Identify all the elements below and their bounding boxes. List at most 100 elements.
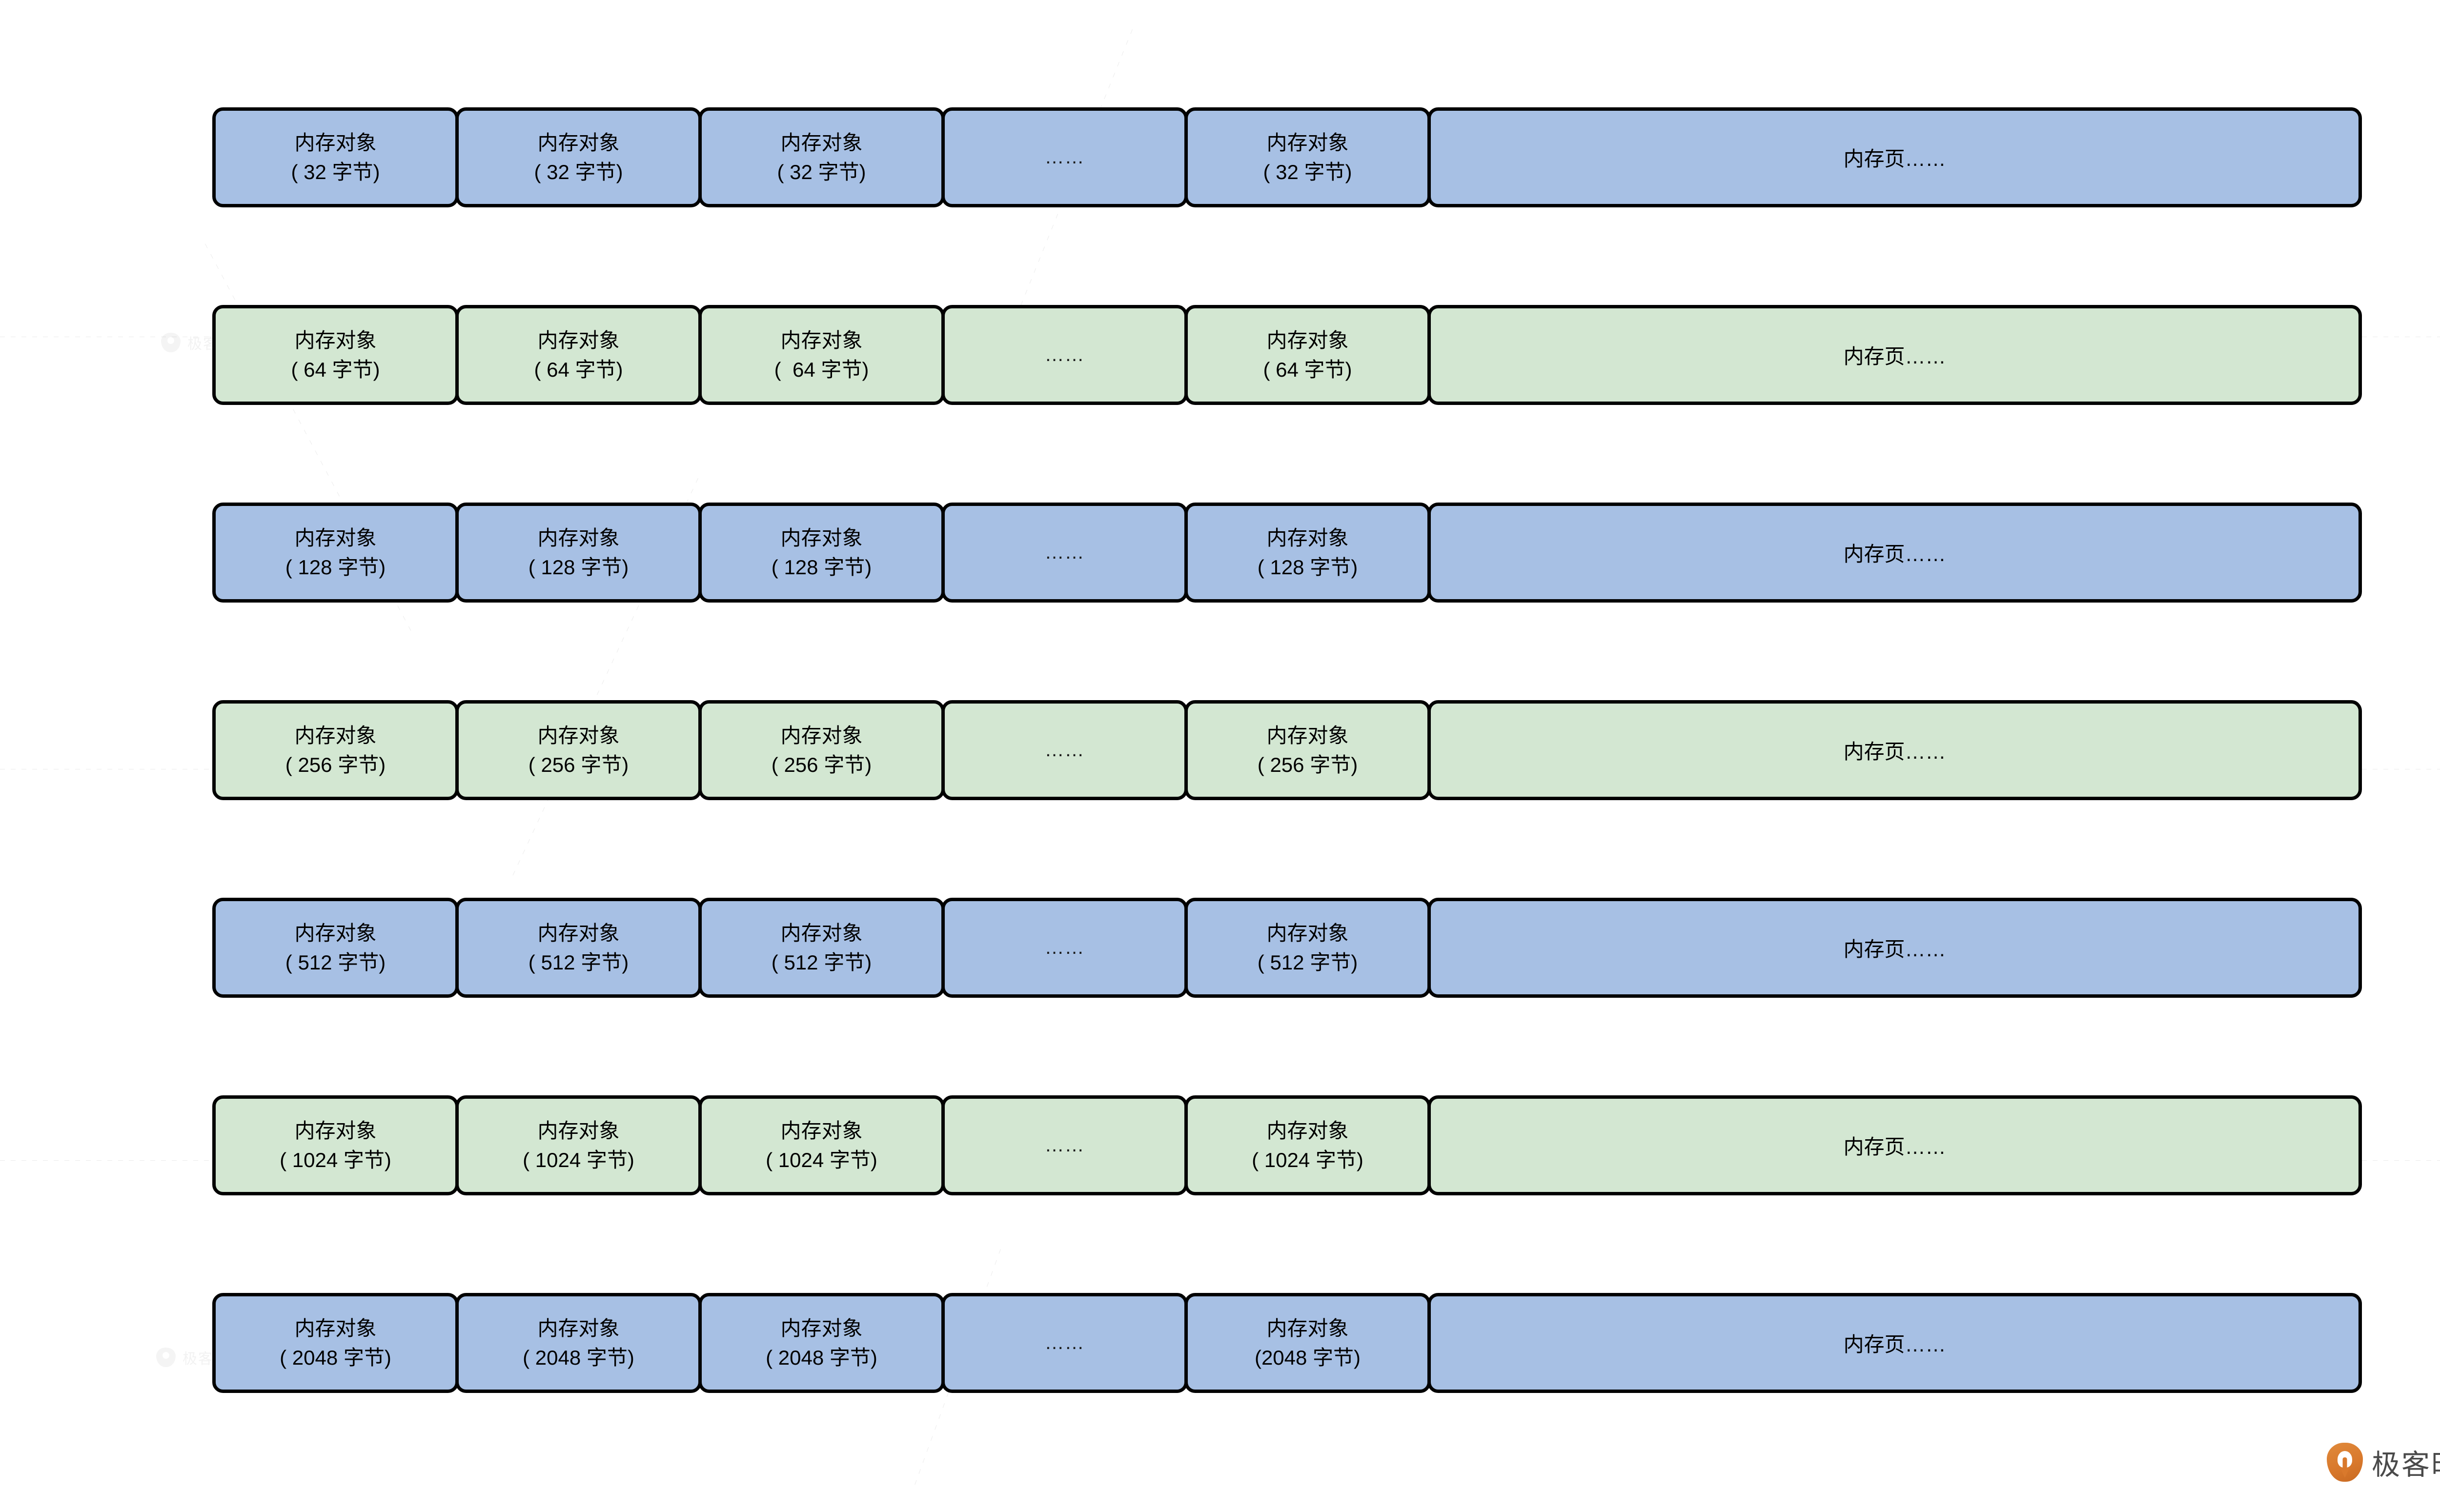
- memory-object-label: 内存对象( 2048 字节): [523, 1314, 634, 1372]
- memory-object-cell: 内存对象 ( 2048 字节): [212, 1293, 459, 1393]
- memory-object-cell: 内存对象( 512 字节): [698, 898, 945, 998]
- memory-object-title: 内存对象: [294, 921, 377, 945]
- memory-object-label: 内存对象 ( 1024 字节): [280, 1116, 391, 1174]
- memory-object-cell: 内存对象( 2048 字节): [455, 1293, 702, 1393]
- memory-object-title: 内存对象: [294, 724, 377, 747]
- memory-object-cell: 内存对象 ( 1024 字节): [212, 1095, 459, 1195]
- memory-object-size: ( 256 字节): [1257, 753, 1358, 776]
- memory-object-label: 内存对象 ( 32 字节): [534, 128, 623, 186]
- memory-object-title: 内存对象: [1266, 921, 1349, 945]
- memory-object-label: 内存对象( 64 字节): [534, 326, 623, 384]
- memory-object-cell: 内存对象( 64 字节): [698, 305, 945, 405]
- memory-object-size: ( 256 字节): [285, 753, 386, 776]
- memory-object-size: ( 2048 字节): [280, 1346, 391, 1369]
- memory-object-size: ( 512 字节): [1257, 950, 1358, 974]
- memory-object-size: ( 32 字节): [291, 160, 380, 183]
- memory-object-title: 内存对象: [780, 131, 863, 154]
- memory-object-label: 内存对象( 2048 字节): [766, 1314, 877, 1372]
- memory-object-label: 内存对象( 128 字节): [772, 524, 872, 582]
- memory-object-label: 内存对象 ( 1024 字节): [1252, 1116, 1363, 1174]
- memory-object-cell: 内存对象 ( 256 字节): [1184, 700, 1431, 800]
- ellipsis-cell: ……: [941, 107, 1188, 207]
- memory-row: 内存对象( 128 字节)内存对象( 128 字节)内存对象( 128 字节)……: [212, 503, 2362, 603]
- memory-row: 内存对象 ( 256 字节) 内存对象 ( 256 字节) 内存对象 ( 256 字节) ……: [212, 700, 2362, 800]
- memory-object-size: ( 1024 字节): [1252, 1148, 1363, 1171]
- memory-object-size: ( 2048 字节): [766, 1346, 877, 1369]
- ellipsis-cell: ……: [941, 1293, 1188, 1393]
- memory-object-size: ( 512 字节): [528, 950, 629, 974]
- memory-object-size: ( 256 字节): [771, 753, 872, 776]
- memory-object-title: 内存对象: [537, 1119, 620, 1142]
- memory-object-title: 内存对象: [294, 1119, 377, 1142]
- memory-row: 内存对象 ( 1024 字节) 内存对象 ( 1024 字节) 内存对象 ( 1024 字…: [212, 1095, 2362, 1195]
- memory-object-size: ( 1024 字节): [280, 1148, 391, 1171]
- memory-row: 内存对象 ( 512 字节) 内存对象 ( 512 字节) 内存对象 ( 512 字节) ……: [212, 898, 2362, 998]
- memory-object-size: ( 256 字节): [528, 753, 629, 776]
- memory-object-label: 内存对象 ( 1024 字节): [523, 1116, 634, 1174]
- memory-object-label: 内存对象( 128 字节): [1258, 524, 1358, 582]
- ellipsis-cell: ……: [941, 503, 1188, 603]
- memory-object-title: 内存对象: [780, 921, 863, 945]
- memory-object-size: ( 64 字节): [1263, 358, 1352, 381]
- memory-object-title: 内存对象: [294, 1316, 377, 1340]
- memory-object-label: 内存对象( 256 字节): [772, 721, 872, 779]
- memory-object-size: (2048 字节): [1254, 1346, 1361, 1369]
- ellipsis-label: ……: [1044, 739, 1085, 761]
- memory-page-label: 内存页……: [1843, 1333, 1946, 1356]
- memory-object-title: 内存对象: [294, 131, 377, 154]
- ellipsis-cell: ……: [941, 305, 1188, 405]
- memory-object-size: ( 32 字节): [534, 160, 623, 183]
- memory-object-label: 内存对象 ( 64 字节): [1263, 326, 1352, 384]
- memory-object-label: 内存对象 ( 256 字节): [285, 721, 386, 779]
- memory-object-cell: 内存对象( 128 字节): [455, 503, 702, 603]
- memory-object-title: 内存对象: [1266, 1119, 1349, 1142]
- memory-object-size: ( 1024 字节): [523, 1148, 634, 1171]
- memory-object-cell: 内存对象( 32 字节): [1184, 107, 1431, 207]
- memory-object-label: 内存对象( 512 字节): [772, 919, 872, 977]
- memory-object-label: 内存对象( 128 字节): [529, 524, 629, 582]
- memory-object-cell: 内存对象 ( 512 字节): [1184, 898, 1431, 998]
- memory-object-cell: 内存对象( 128 字节): [1184, 503, 1431, 603]
- ellipsis-cell: ……: [941, 898, 1188, 998]
- memory-object-cell: 内存对象( 128 字节): [698, 503, 945, 603]
- memory-rows: 内存对象( 32 字节)内存对象( 32 字节)内存对象( 32 字节)……内存…: [212, 107, 2362, 1393]
- memory-object-cell: 内存对象 ( 32 字节): [455, 107, 702, 207]
- memory-object-title: 内存对象: [1266, 724, 1349, 747]
- memory-object-title: 内存对象: [537, 131, 620, 154]
- brand-logo: 极客时间: [2326, 1442, 2440, 1483]
- ellipsis-label: ……: [1044, 344, 1085, 365]
- ellipsis-label: ……: [1044, 937, 1085, 958]
- memory-page-label: 内存页……: [1843, 543, 1946, 565]
- memory-object-cell: 内存对象 ( 32 字节): [212, 107, 459, 207]
- ellipsis-cell: ……: [941, 700, 1188, 800]
- memory-object-size: ( 128 字节): [285, 555, 386, 579]
- memory-page-label: 内存页……: [1843, 938, 1946, 961]
- memory-page-cell: 内存页……: [1427, 107, 2362, 207]
- memory-object-cell: 内存对象 ( 128 字节): [212, 503, 459, 603]
- memory-object-cell: 内存对象 ( 512 字节): [212, 898, 459, 998]
- memory-object-title: 内存对象: [294, 526, 377, 549]
- memory-object-title: 内存对象: [537, 724, 620, 747]
- memory-row: 内存对象( 64 字节)内存对象( 64 字节)内存对象( 64 字节)……内存…: [212, 305, 2362, 405]
- memory-object-cell: 内存对象 ( 512 字节): [455, 898, 702, 998]
- memory-page-cell: 内存页……: [1427, 1293, 2362, 1393]
- watermark-pin-icon: [161, 333, 181, 352]
- memory-object-label: 内存对象( 32 字节): [777, 128, 866, 186]
- memory-object-label: 内存对象 ( 512 字节): [285, 919, 386, 977]
- memory-object-size: ( 1024 字节): [766, 1148, 877, 1171]
- memory-object-label: 内存对象(2048 字节): [1255, 1314, 1361, 1372]
- ellipsis-label: ……: [1044, 146, 1085, 168]
- memory-object-cell: 内存对象 ( 64 字节): [1184, 305, 1431, 405]
- memory-object-cell: 内存对象 ( 64 字节): [212, 305, 459, 405]
- ellipsis-label: ……: [1044, 542, 1085, 563]
- memory-object-size: ( 64 字节): [291, 358, 380, 381]
- memory-object-size: ( 512 字节): [285, 950, 386, 974]
- memory-object-size: ( 64 字节): [534, 358, 623, 381]
- memory-object-title: 内存对象: [537, 921, 620, 945]
- geektime-pin-icon: [2326, 1443, 2363, 1482]
- memory-object-title: 内存对象: [780, 328, 863, 352]
- memory-page-label: 内存页……: [1843, 740, 1946, 763]
- memory-object-title: 内存对象: [294, 328, 377, 352]
- memory-object-title: 内存对象: [1266, 328, 1349, 352]
